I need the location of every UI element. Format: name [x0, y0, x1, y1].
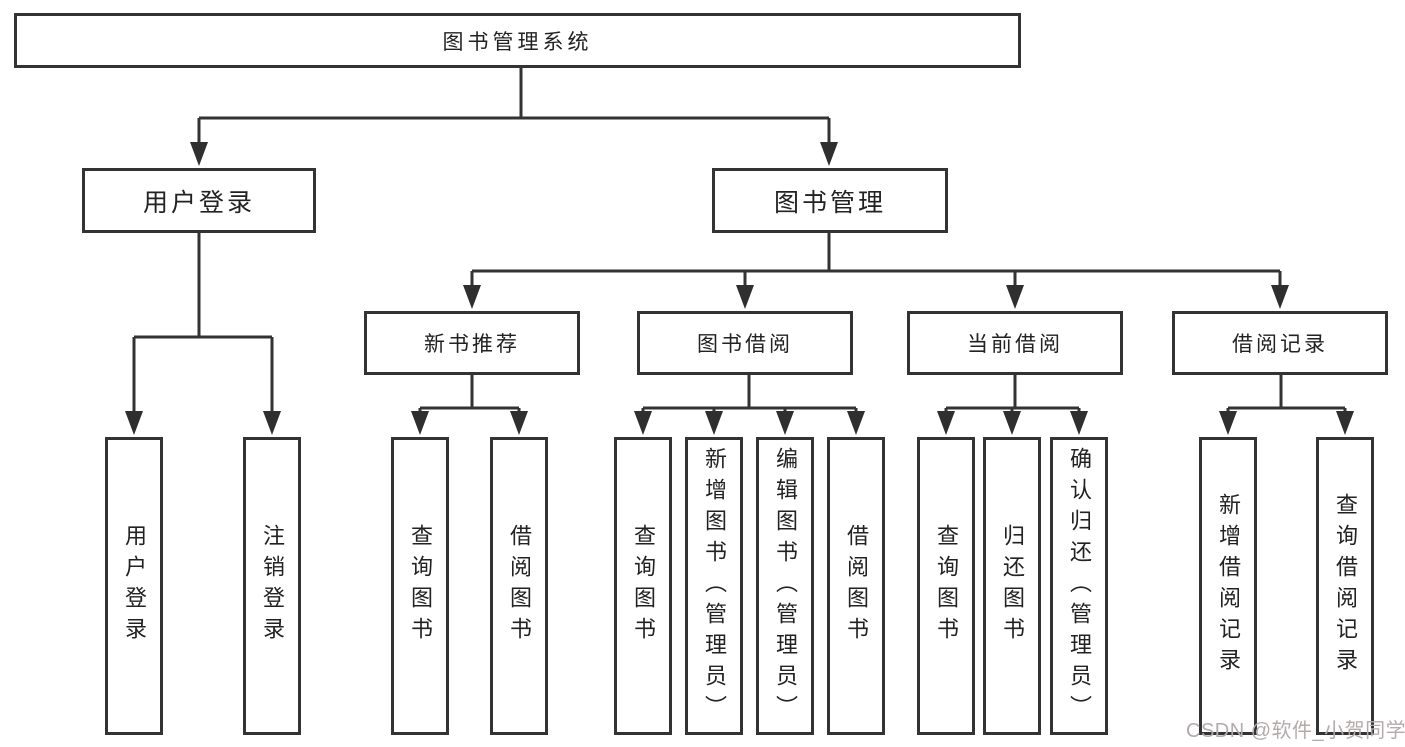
leaf-label: 确认归还（管理员） — [1067, 446, 1092, 726]
leaf-borrow-books: 借阅图书 — [490, 437, 548, 735]
leaf-label: 查询图书 — [408, 524, 433, 648]
node-label: 图书管理 — [773, 188, 886, 217]
arrowhead-down-icon — [820, 142, 838, 166]
arrowhead-down-icon — [411, 411, 429, 435]
node-label: 图书管理系统 — [442, 30, 593, 54]
arrowhead-down-icon — [1070, 411, 1088, 435]
leaf-add-borrow-record: 新增借阅记录 — [1199, 437, 1257, 735]
arrowhead-down-icon — [1271, 285, 1289, 309]
leaf-label: 新增借阅记录 — [1216, 493, 1241, 679]
arrowhead-down-icon — [1336, 411, 1354, 435]
leaf-label: 借阅图书 — [844, 524, 869, 648]
leaf-label: 查询图书 — [631, 524, 656, 648]
csdn-watermark: CSDN @软件_小贺同学 — [1186, 720, 1405, 742]
arrowhead-down-icon — [463, 285, 481, 309]
leaf-label: 注销登录 — [260, 524, 285, 648]
node-book-management: 图书管理 — [712, 168, 948, 233]
leaf-label: 借阅图书 — [507, 524, 532, 648]
node-library-management-system: 图书管理系统 — [14, 13, 1021, 68]
leaf-user-login: 用户登录 — [105, 437, 163, 735]
leaf-confirm-return-admin: 确认归还（管理员） — [1050, 437, 1108, 735]
arrowhead-down-icon — [634, 411, 652, 435]
node-label: 借阅记录 — [1232, 333, 1328, 356]
leaf-label: 新增图书（管理员） — [702, 446, 727, 726]
leaf-query-books: 查询图书 — [917, 437, 975, 735]
leaf-query-books: 查询图书 — [614, 437, 672, 735]
arrowhead-down-icon — [736, 285, 754, 309]
leaf-query-borrow-record: 查询借阅记录 — [1316, 437, 1374, 735]
leaf-label: 编辑图书（管理员） — [773, 446, 798, 726]
arrowhead-down-icon — [190, 142, 208, 166]
arrowhead-down-icon — [937, 411, 955, 435]
arrowhead-down-icon — [1006, 285, 1024, 309]
arrowhead-down-icon — [705, 411, 723, 435]
leaf-label: 查询图书 — [934, 524, 959, 648]
arrowhead-down-icon — [1219, 411, 1237, 435]
arrowhead-down-icon — [510, 411, 528, 435]
node-borrowing-records: 借阅记录 — [1172, 311, 1388, 375]
leaf-edit-books-admin: 编辑图书（管理员） — [756, 437, 814, 735]
leaf-label: 查询借阅记录 — [1333, 493, 1358, 679]
leaf-return-books: 归还图书 — [983, 437, 1041, 735]
arrowhead-down-icon — [847, 411, 865, 435]
node-label: 用户登录 — [142, 188, 255, 217]
arrowhead-down-icon — [125, 411, 143, 435]
arrowhead-down-icon — [776, 411, 794, 435]
arrowhead-down-icon — [263, 411, 281, 435]
node-new-book-recommendation: 新书推荐 — [364, 311, 580, 375]
leaf-borrow-books: 借阅图书 — [827, 437, 885, 735]
node-label: 新书推荐 — [424, 333, 520, 356]
arrowhead-down-icon — [1003, 411, 1021, 435]
leaf-label: 归还图书 — [1000, 524, 1025, 648]
node-user-login: 用户登录 — [82, 168, 316, 233]
node-label: 图书借阅 — [697, 333, 793, 356]
leaf-query-books: 查询图书 — [391, 437, 449, 735]
leaf-logout: 注销登录 — [243, 437, 301, 735]
node-current-borrowing: 当前借阅 — [907, 311, 1123, 375]
node-book-borrowing: 图书借阅 — [637, 311, 853, 375]
leaf-add-books-admin: 新增图书（管理员） — [685, 437, 743, 735]
leaf-label: 用户登录 — [122, 524, 147, 648]
node-label: 当前借阅 — [967, 333, 1063, 356]
